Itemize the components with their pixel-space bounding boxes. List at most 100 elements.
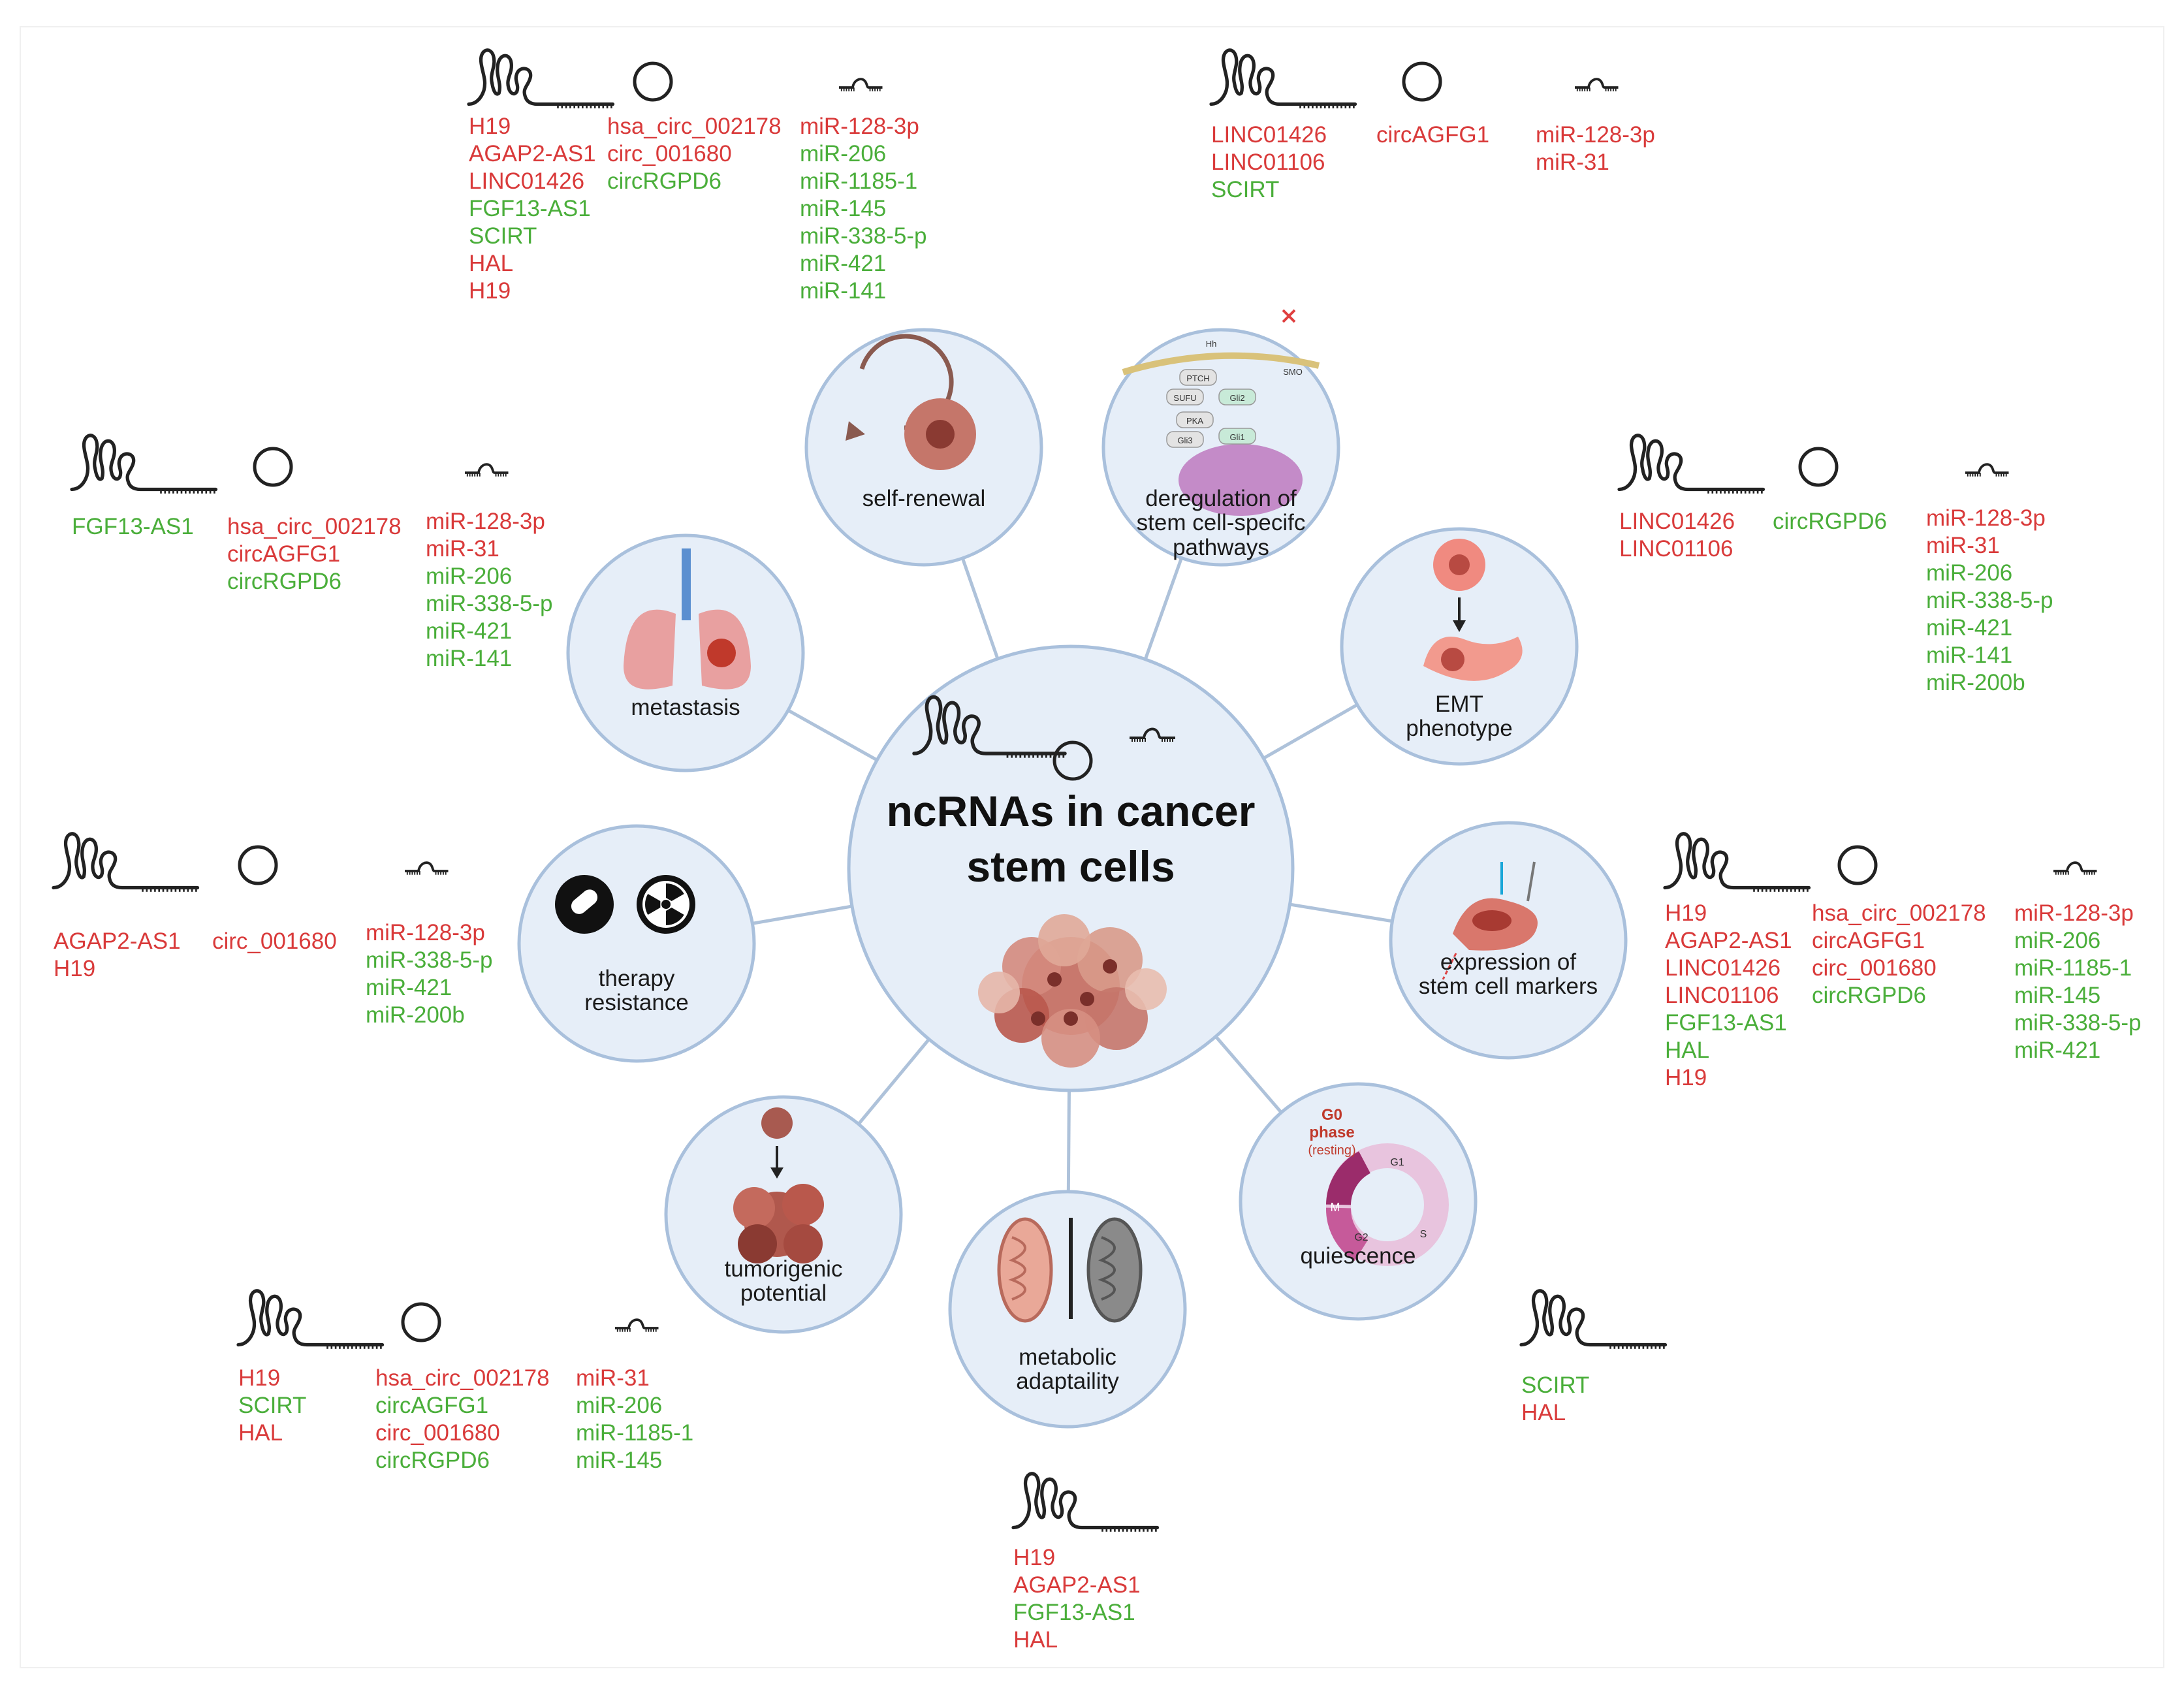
center-circrna-icon <box>1052 740 1093 781</box>
gene-self-renewal-mir-6: miR-141 <box>800 278 886 304</box>
gene-markers-mir-5: miR-421 <box>2014 1038 2100 1063</box>
node-label-metastasis-0: metastasis <box>631 695 740 720</box>
cycle-label-5: G2 <box>1354 1232 1368 1243</box>
gene-markers-mir-1: miR-206 <box>2014 928 2100 953</box>
mirna-icon-emt <box>1965 463 2009 477</box>
circrna-icon-markers <box>1837 845 1878 885</box>
gene-tumorigenic-mir-1: miR-206 <box>576 1393 662 1418</box>
lncrna-icon-metastasis <box>70 434 218 494</box>
arrow-head-icon <box>846 421 865 441</box>
gene-markers-circ-3: circRGPD6 <box>1812 983 1926 1008</box>
lncrna-icon-self-renewal <box>467 48 615 108</box>
gene-emt-mir-4: miR-421 <box>1926 615 2012 641</box>
node-label-pathways-1: stem cell-specifc <box>1137 510 1306 535</box>
gene-markers-circ-2: circ_001680 <box>1812 955 1937 981</box>
pathway-tag-3: Gli3 <box>1177 436 1192 445</box>
node-label-pathways-0: deregulation of <box>1145 486 1297 511</box>
node-label-therapy-1: resistance <box>584 990 689 1015</box>
gene-markers-lnc-0: H19 <box>1665 900 1707 926</box>
gene-markers-lnc-4: FGF13-AS1 <box>1665 1010 1787 1036</box>
mirna-icon-therapy <box>405 861 449 875</box>
gene-tumorigenic-lnc-0: H19 <box>238 1365 280 1391</box>
pathway-tag-6: SMO <box>1283 367 1303 377</box>
center-circle <box>847 644 1295 1092</box>
tumor-cluster-icon <box>978 914 1167 1068</box>
gene-metastasis-mir-2: miR-206 <box>426 563 512 589</box>
pathway-tag-2: PKA <box>1186 416 1203 426</box>
cycle-label-6: M <box>1331 1201 1340 1214</box>
gene-self-renewal-lnc-3: FGF13-AS1 <box>469 196 591 221</box>
mirna-icon-metastasis <box>465 463 509 477</box>
gene-self-renewal-lnc-1: AGAP2-AS1 <box>469 141 596 167</box>
gene-emt-mir-6: miR-200b <box>1926 670 2025 695</box>
node-label-therapy-0: therapy <box>599 966 675 991</box>
node-label-emt-1: phenotype <box>1406 716 1512 741</box>
gene-self-renewal-mir-1: miR-206 <box>800 141 886 167</box>
node-label-pathways-2: pathways <box>1173 535 1269 560</box>
node-circle-quiescence <box>1239 1082 1478 1321</box>
gene-tumorigenic-mir-3: miR-145 <box>576 1448 662 1473</box>
gene-self-renewal-mir-4: miR-338-5-p <box>800 223 927 249</box>
node-label-markers-0: expression of <box>1440 949 1576 975</box>
lncrna-icon-tumorigenic <box>236 1289 385 1349</box>
figure-frame <box>20 26 2164 1668</box>
gene-therapy-mir-1: miR-338-5-p <box>366 947 493 973</box>
gene-markers-mir-4: miR-338-5-p <box>2014 1010 2142 1036</box>
lncrna-icon-pathways <box>1209 48 1357 108</box>
gene-tumorigenic-lnc-1: SCIRT <box>238 1393 306 1418</box>
connector-pathways <box>1143 557 1183 660</box>
tumor-mass-cell-3 <box>738 1224 777 1263</box>
tumor-nucleus-4 <box>1064 1011 1078 1026</box>
tumor-nucleus-0 <box>1047 972 1062 987</box>
gene-metastasis-mir-5: miR-141 <box>426 646 512 671</box>
gene-markers-lnc-1: AGAP2-AS1 <box>1665 928 1792 953</box>
node-label-markers-1: stem cell markers <box>1419 974 1598 999</box>
gene-quiescence-lnc-1: HAL <box>1521 1400 1566 1425</box>
center-ncrna-icons <box>912 695 1175 781</box>
pathway-tag-1: SUFU <box>1173 393 1196 403</box>
tumor-cell-5 <box>1041 1009 1100 1068</box>
gene-tumorigenic-mir-0: miR-31 <box>576 1365 650 1391</box>
node-label-tumorigenic-0: tumorigenic <box>725 1256 843 1282</box>
connector-quiescence <box>1214 1035 1283 1114</box>
gene-self-renewal-lnc-5: HAL <box>469 251 513 276</box>
gene-self-renewal-mir-3: miR-145 <box>800 196 886 221</box>
pathway-tag-7: Hh <box>1206 339 1217 349</box>
tumor-nucleus-3 <box>1103 959 1117 974</box>
connector-self-renewal <box>960 558 1000 659</box>
tumor-nucleus-1 <box>1080 992 1094 1006</box>
gene-emt-lnc-0: LINC01426 <box>1619 509 1735 534</box>
cycle-label-4: S <box>1420 1229 1427 1240</box>
tumor-mass-cell-4 <box>783 1224 823 1263</box>
gene-metastasis-circ-2: circRGPD6 <box>227 569 341 594</box>
tumor-mass-cell-1 <box>733 1187 775 1229</box>
node-label-metabolic-0: metabolic <box>1019 1344 1116 1370</box>
cell-cycle-icon <box>1326 1143 1449 1266</box>
mirna-icon-tumorigenic <box>615 1318 659 1332</box>
group-tumorigenic: H19SCIRTHALhsa_circ_002178circAGFG1circ_… <box>236 1289 693 1473</box>
gene-therapy-lnc-1: H19 <box>54 956 95 981</box>
gene-metastasis-mir-1: miR-31 <box>426 536 499 562</box>
membrane-icon <box>1122 352 1320 375</box>
gene-self-renewal-lnc-2: LINC01426 <box>469 168 584 194</box>
connector-therapy <box>752 904 853 925</box>
gene-metabolic-lnc-1: AGAP2-AS1 <box>1013 1572 1141 1598</box>
center-title-line1: ncRNAs in cancer <box>887 787 1256 835</box>
single-cell-icon <box>761 1107 793 1139</box>
gene-tumorigenic-circ-0: hsa_circ_002178 <box>375 1365 550 1391</box>
gene-emt-mir-0: miR-128-3p <box>1926 505 2046 531</box>
circrna-icon-pathways <box>1402 61 1442 102</box>
group-self-renewal: H19AGAP2-AS1LINC01426FGF13-AS1SCIRTHALH1… <box>467 48 927 304</box>
gene-emt-mir-1: miR-31 <box>1926 533 2000 558</box>
gene-emt-mir-5: miR-141 <box>1926 643 2012 668</box>
gene-therapy-mir-0: miR-128-3p <box>366 920 485 945</box>
mirna-icon-self-renewal <box>839 78 883 91</box>
